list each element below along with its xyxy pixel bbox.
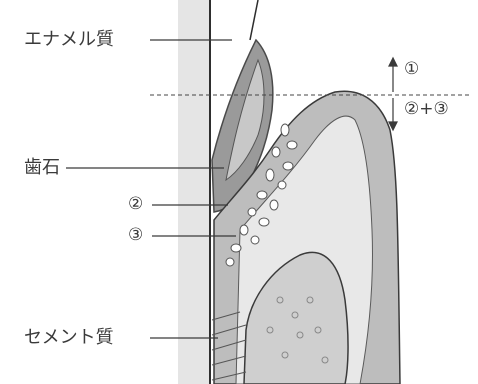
- cementum-label: セメント質: [24, 329, 114, 347]
- tooth-band: [178, 0, 210, 384]
- right-marker-top: ①: [404, 61, 419, 78]
- measurement-arrows: [389, 58, 397, 130]
- calculus-label: 歯石: [24, 159, 60, 177]
- tooth-edge-line: [250, 0, 258, 40]
- enamel-label: エナメル質: [24, 31, 114, 49]
- marker-2-label: ②: [128, 196, 143, 213]
- marker-3-label: ③: [128, 227, 143, 244]
- right-marker-bottom: ②+③: [404, 101, 449, 118]
